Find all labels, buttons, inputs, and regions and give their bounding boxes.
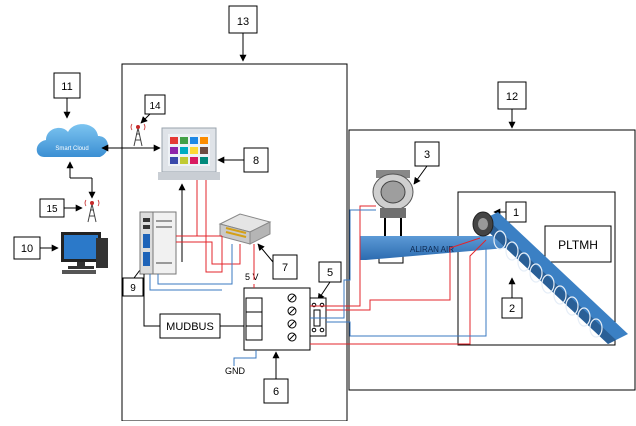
callout-7: 7 xyxy=(258,244,297,279)
svg-text:13: 13 xyxy=(237,16,249,28)
antenna-icon xyxy=(131,124,145,146)
svg-text:9: 9 xyxy=(130,283,136,294)
computer-icon xyxy=(61,232,108,274)
callout-15: 15 xyxy=(40,199,82,217)
current-sensor xyxy=(310,298,326,336)
svg-text:14: 14 xyxy=(149,101,161,112)
cloud-icon: Smart Cloud xyxy=(37,124,108,157)
five-volt-label: 5 V xyxy=(245,272,259,282)
power-meter-module xyxy=(244,288,310,350)
callout-10: 10 xyxy=(14,237,58,259)
callout-3: 3 xyxy=(414,142,439,184)
svg-text:MUDBUS: MUDBUS xyxy=(166,321,214,333)
svg-text:15: 15 xyxy=(46,204,58,215)
callout-13: 13 xyxy=(229,6,257,61)
water-channel: ALIRAN AIR xyxy=(360,236,506,260)
power-supply xyxy=(220,214,270,244)
svg-text:6: 6 xyxy=(273,386,279,398)
svg-text:PLTMH: PLTMH xyxy=(558,238,598,252)
generator xyxy=(373,170,413,236)
modbus-box: MUDBUS xyxy=(160,314,220,338)
callout-11: 11 xyxy=(54,73,80,118)
antenna-icon xyxy=(85,200,99,222)
svg-text:8: 8 xyxy=(253,155,259,167)
svg-text:10: 10 xyxy=(21,243,33,255)
callout-12: 12 xyxy=(498,82,526,128)
callout-2: 2 xyxy=(502,278,522,318)
callout-8: 8 xyxy=(218,148,268,172)
plc-controller xyxy=(140,212,176,274)
svg-text:3: 3 xyxy=(424,149,430,161)
callout-6: 6 xyxy=(264,352,288,403)
svg-text:Smart Cloud: Smart Cloud xyxy=(55,146,88,152)
pltmh-label: PLTMH xyxy=(545,226,611,262)
gnd-label: GND xyxy=(225,366,246,376)
svg-text:ALIRAN AIR: ALIRAN AIR xyxy=(410,245,454,254)
hmi-touchscreen xyxy=(158,128,220,180)
svg-text:12: 12 xyxy=(506,91,518,103)
svg-text:7: 7 xyxy=(282,262,288,274)
svg-text:2: 2 xyxy=(509,303,515,315)
svg-text:1: 1 xyxy=(513,207,519,219)
svg-text:5: 5 xyxy=(327,267,333,279)
svg-text:11: 11 xyxy=(61,81,72,93)
callout-5: 5 xyxy=(318,262,341,300)
callout-14: 14 xyxy=(141,95,165,123)
